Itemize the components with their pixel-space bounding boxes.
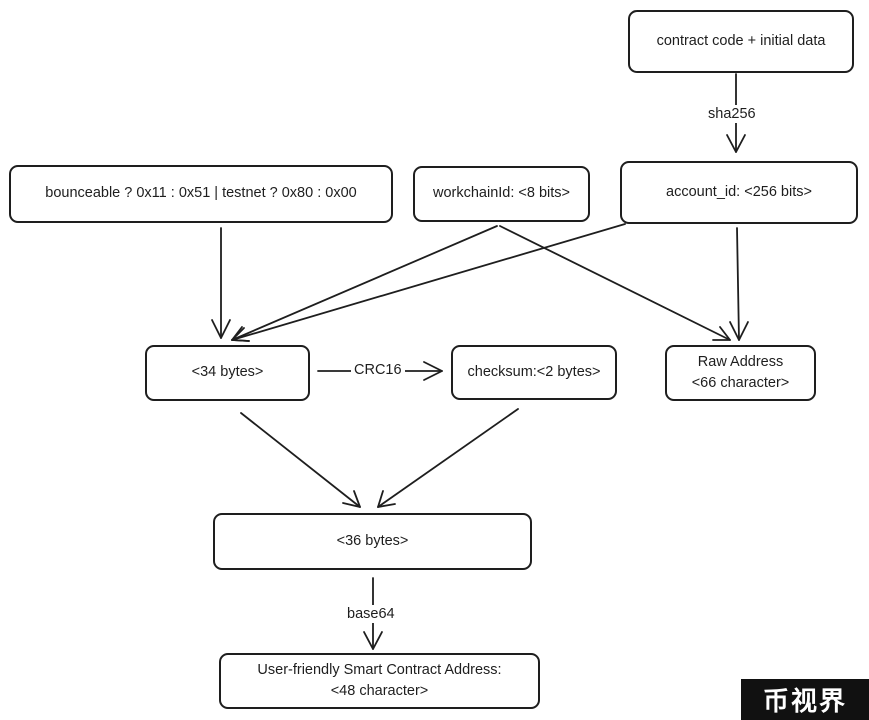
edge-label-base64: base64	[344, 605, 398, 623]
node-flags-label: bounceable ? 0x11 : 0x51 | testnet ? 0x8…	[45, 185, 357, 202]
node-account-id: account_id: <256 bits>	[620, 161, 858, 224]
node-flags: bounceable ? 0x11 : 0x51 | testnet ? 0x8…	[9, 165, 393, 223]
node-account-id-label: account_id: <256 bits>	[666, 183, 812, 200]
node-user-friendly-address: User-friendly Smart Contract Address: <4…	[219, 653, 540, 709]
node-checksum-label: checksum:<2 bytes>	[467, 363, 601, 380]
node-raw-address-line2: <66 character>	[691, 375, 790, 391]
node-36-bytes-label: <36 bytes>	[336, 532, 409, 549]
node-34-bytes: <34 bytes>	[145, 345, 310, 401]
node-workchain: workchainId: <8 bits>	[413, 166, 590, 222]
node-raw-address-line1: Raw Address	[697, 353, 784, 370]
edge-workchain-to-34bytes	[231, 225, 498, 342]
edge-flags-to-34bytes	[211, 227, 231, 339]
node-contract-code: contract code + initial data	[628, 10, 854, 73]
edge-34bytes-to-36bytes	[240, 412, 361, 508]
edge-account-to-34bytes	[231, 223, 626, 342]
node-checksum: checksum:<2 bytes>	[451, 345, 617, 400]
node-user-friendly-line1: User-friendly Smart Contract Address:	[257, 661, 502, 678]
node-user-friendly-line2: <48 character>	[330, 683, 429, 699]
node-34-bytes-label: <34 bytes>	[191, 364, 264, 381]
node-workchain-label: workchainId: <8 bits>	[432, 185, 571, 202]
watermark-logo: 币视界	[741, 679, 869, 720]
edge-checksum-to-36bytes	[377, 408, 519, 508]
edge-account-to-raw	[729, 227, 749, 341]
node-36-bytes: <36 bytes>	[213, 513, 532, 570]
node-raw-address: Raw Address <66 character>	[665, 345, 816, 401]
node-contract-code-label: contract code + initial data	[656, 32, 826, 49]
edge-label-sha256: sha256	[705, 105, 759, 123]
edge-label-crc16: CRC16	[351, 361, 405, 379]
edge-workchain-to-raw	[499, 225, 731, 341]
